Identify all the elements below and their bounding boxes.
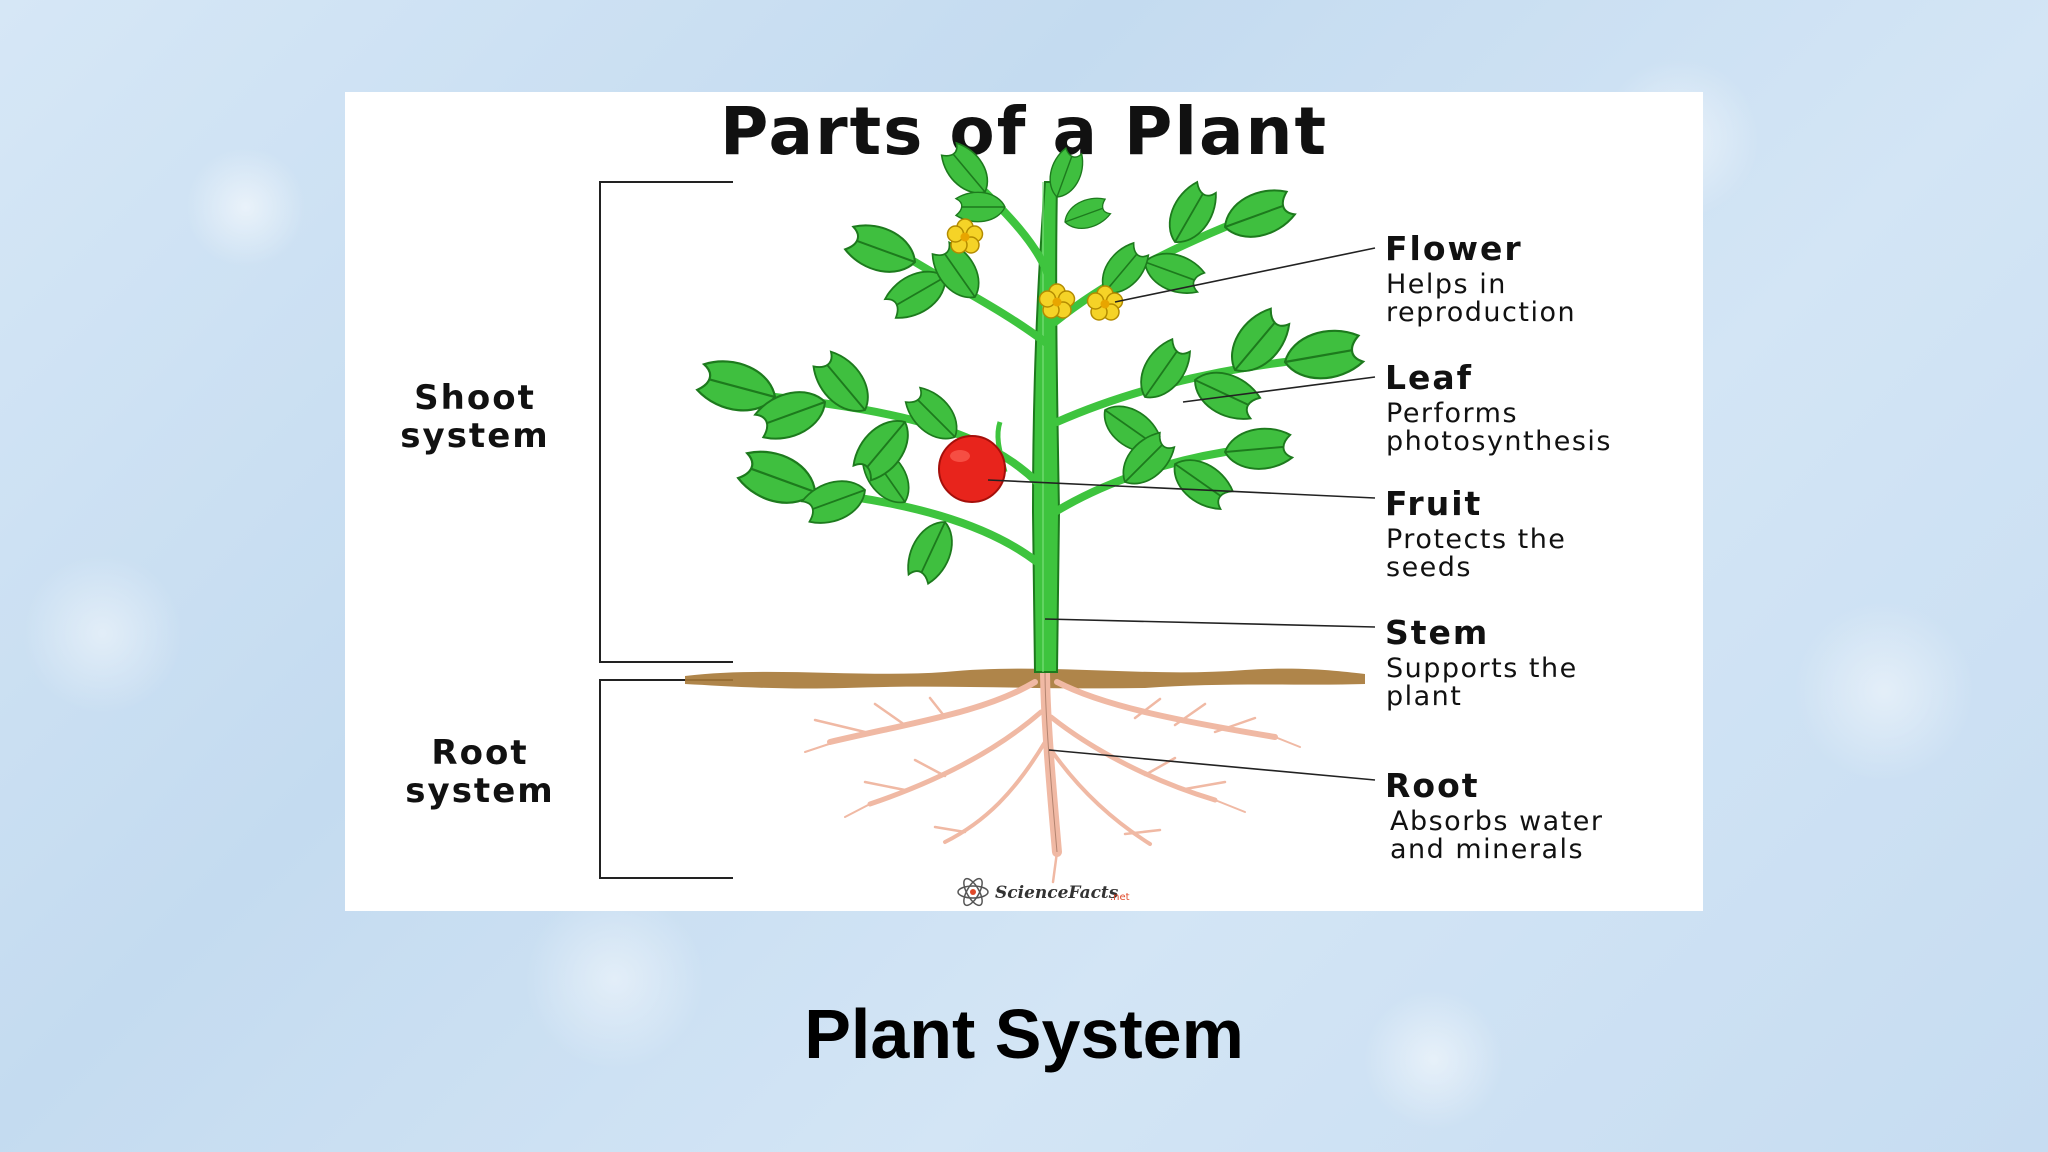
atom-icon bbox=[957, 877, 989, 907]
leaves-right bbox=[1042, 145, 1366, 517]
diagram-title: Parts of a Plant bbox=[720, 93, 1328, 170]
svg-text:Supports the: Supports the bbox=[1386, 653, 1578, 684]
part-label-root: Root Absorbs water and minerals bbox=[1385, 766, 1604, 865]
svg-text:and minerals: and minerals bbox=[1390, 834, 1584, 865]
svg-text:Root: Root bbox=[1385, 766, 1480, 805]
part-label-leaf: Leaf Performs photosynthesis bbox=[1385, 358, 1612, 457]
slide-title: Plant System bbox=[804, 995, 1244, 1073]
sciencefacts-logo: ScienceFacts .net bbox=[957, 877, 1130, 907]
svg-text:reproduction: reproduction bbox=[1386, 297, 1576, 328]
svg-text:Absorbs water: Absorbs water bbox=[1390, 806, 1604, 837]
fruit-leader-line bbox=[987, 479, 1376, 499]
svg-text:plant: plant bbox=[1386, 681, 1462, 712]
svg-text:system: system bbox=[400, 416, 549, 456]
stem-leader-line bbox=[1044, 618, 1376, 628]
svg-text:Protects the: Protects the bbox=[1386, 524, 1566, 555]
svg-text:Flower: Flower bbox=[1385, 229, 1523, 268]
plant-diagram-svg: Parts of a Plant Shoot system Root syste… bbox=[400, 93, 1612, 907]
svg-text:photosynthesis: photosynthesis bbox=[1386, 426, 1612, 457]
svg-text:Helps in: Helps in bbox=[1386, 269, 1507, 300]
svg-text:Shoot: Shoot bbox=[414, 378, 536, 418]
svg-text:Fruit: Fruit bbox=[1385, 484, 1482, 523]
part-label-flower: Flower Helps in reproduction bbox=[1385, 229, 1576, 328]
shoot-system-label: Shoot system bbox=[400, 378, 549, 456]
leader-lines bbox=[987, 247, 1376, 781]
svg-text:Stem: Stem bbox=[1385, 613, 1489, 652]
root-leader-line bbox=[1048, 749, 1376, 781]
root-system-bracket bbox=[599, 679, 733, 879]
flower-leader-line bbox=[1114, 247, 1376, 303]
fruit-tomato bbox=[938, 435, 1006, 503]
shoot-system-bracket bbox=[599, 181, 733, 663]
svg-text:Root: Root bbox=[431, 733, 528, 773]
part-label-fruit: Fruit Protects the seeds bbox=[1385, 484, 1566, 583]
plant-diagram: Parts of a Plant Shoot system Root syste… bbox=[345, 92, 1703, 911]
svg-text:system: system bbox=[405, 771, 554, 811]
svg-text:ScienceFacts: ScienceFacts bbox=[995, 883, 1119, 903]
soil-line bbox=[685, 668, 1365, 689]
svg-text:seeds: seeds bbox=[1386, 552, 1472, 583]
svg-text:Leaf: Leaf bbox=[1385, 358, 1473, 397]
roots bbox=[804, 662, 1301, 884]
leaf-leader-line bbox=[1182, 376, 1376, 403]
root-system-label: Root system bbox=[405, 733, 554, 811]
svg-text:.net: .net bbox=[1110, 892, 1130, 903]
svg-text:Performs: Performs bbox=[1386, 398, 1518, 429]
part-label-stem: Stem Supports the plant bbox=[1385, 613, 1578, 712]
